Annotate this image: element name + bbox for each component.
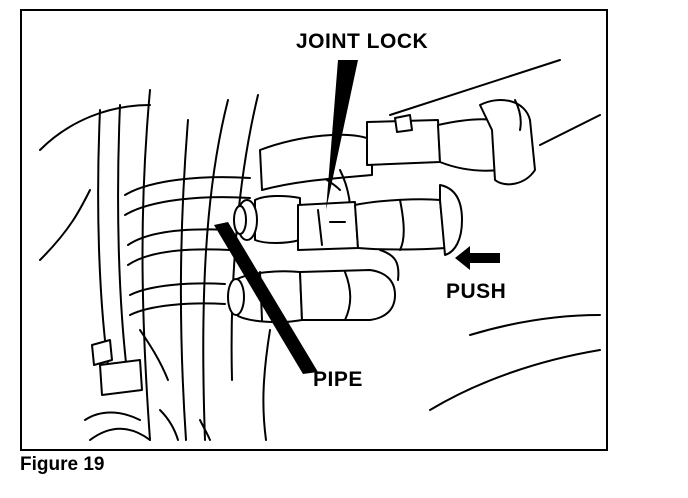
mounting-bracket: [84, 339, 211, 441]
joint-lock-leader: [326, 60, 358, 210]
joint-lock-label: JOINT LOCK: [296, 30, 429, 53]
pipe-leader: [214, 222, 318, 374]
joint-lock-coupling: [233, 184, 463, 256]
pipe-label: PIPE: [313, 368, 363, 391]
figure-caption: Figure 19: [20, 454, 105, 475]
upper-connector: [259, 99, 536, 231]
push-label: PUSH: [446, 280, 507, 303]
push-arrow-icon: [455, 246, 500, 270]
background-contours: [39, 59, 601, 411]
left-hoses: [97, 89, 271, 441]
